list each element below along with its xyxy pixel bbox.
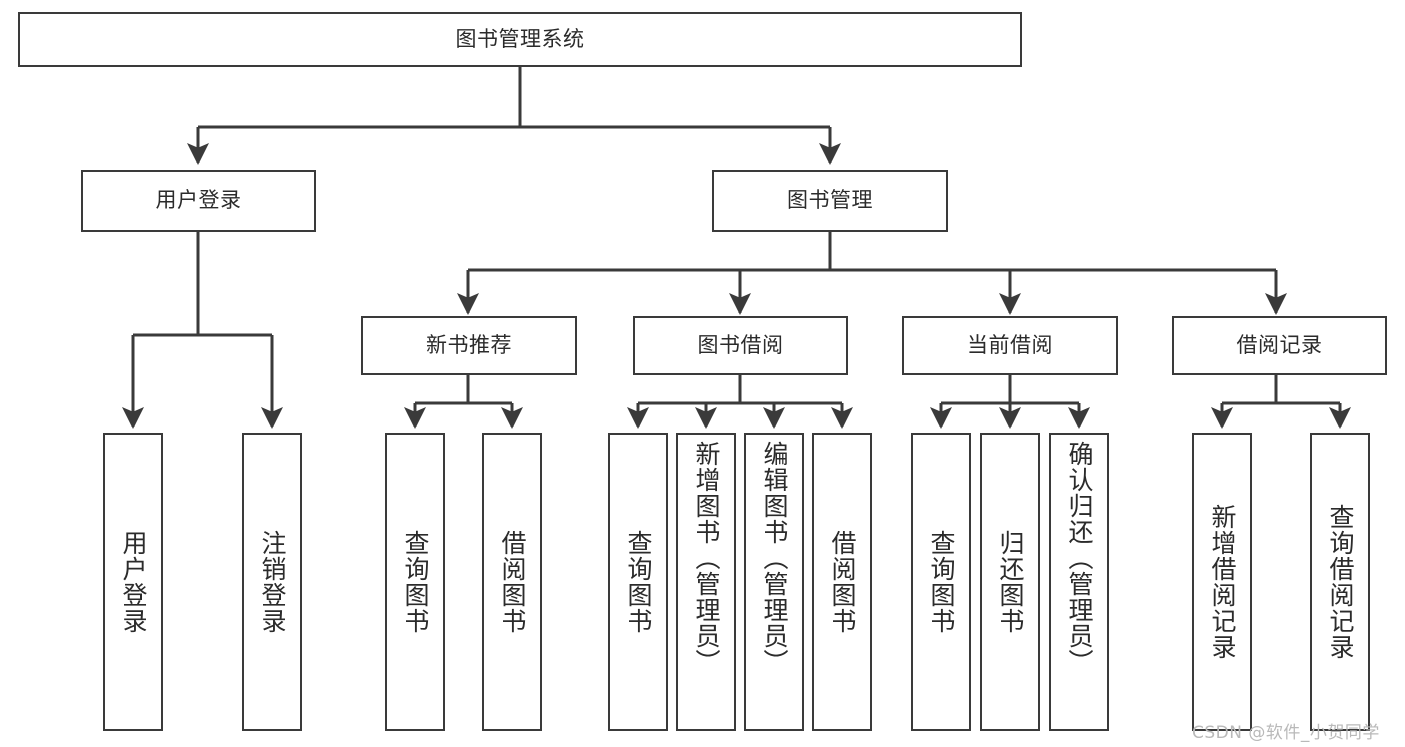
leaf-user-login-login[interactable]: 用户登录 [103,433,163,731]
leaf-borrow-add-book[interactable]: 新增图书（管理员） [676,433,736,731]
node-label: 注销登录 [258,530,287,634]
node-label: 查询图书 [624,530,653,634]
node-label: 图书管理 [787,188,873,213]
leaf-current-query-book[interactable]: 查询图书 [911,433,971,731]
node-user-login[interactable]: 用户登录 [81,170,316,232]
node-label: 图书借阅 [697,332,784,357]
node-label: 确认归还（管理员） [1065,441,1094,675]
node-label: 用户登录 [155,188,242,213]
leaf-current-return-book[interactable]: 归还图书 [980,433,1040,731]
leaf-user-login-logout[interactable]: 注销登录 [242,433,302,731]
leaf-record-add-record[interactable]: 新增借阅记录 [1192,433,1252,731]
node-label: 归还图书 [996,530,1025,634]
watermark-text: CSDN @软件_小贺同学 [1192,723,1380,743]
node-label: 查询图书 [927,530,956,634]
node-current-borrow[interactable]: 当前借阅 [902,316,1118,375]
node-label: 当前借阅 [967,332,1053,357]
node-borrow-record[interactable]: 借阅记录 [1172,316,1387,375]
leaf-borrow-borrow-book[interactable]: 借阅图书 [812,433,872,731]
node-label: 新书推荐 [426,332,512,357]
node-label: 新增借阅记录 [1208,504,1237,660]
leaf-borrow-edit-book[interactable]: 编辑图书（管理员） [744,433,804,731]
leaf-record-query-record[interactable]: 查询借阅记录 [1310,433,1370,731]
node-label: 借阅记录 [1236,332,1323,357]
node-book-management[interactable]: 图书管理 [712,170,948,232]
node-label: 新增图书（管理员） [692,441,721,675]
node-label: 编辑图书（管理员） [760,441,789,675]
node-label: 借阅图书 [498,530,527,634]
node-label: 查询图书 [401,530,430,634]
leaf-new-book-query[interactable]: 查询图书 [385,433,445,731]
node-root-system[interactable]: 图书管理系统 [18,12,1022,67]
node-label: 图书管理系统 [455,26,585,51]
node-new-book-recommend[interactable]: 新书推荐 [361,316,577,375]
leaf-new-book-borrow[interactable]: 借阅图书 [482,433,542,731]
node-label: 查询借阅记录 [1326,504,1355,660]
node-label: 借阅图书 [828,530,857,634]
leaf-borrow-query-book[interactable]: 查询图书 [608,433,668,731]
leaf-current-confirm-return[interactable]: 确认归还（管理员） [1049,433,1109,731]
node-label: 用户登录 [119,530,148,634]
node-book-borrow[interactable]: 图书借阅 [633,316,848,375]
